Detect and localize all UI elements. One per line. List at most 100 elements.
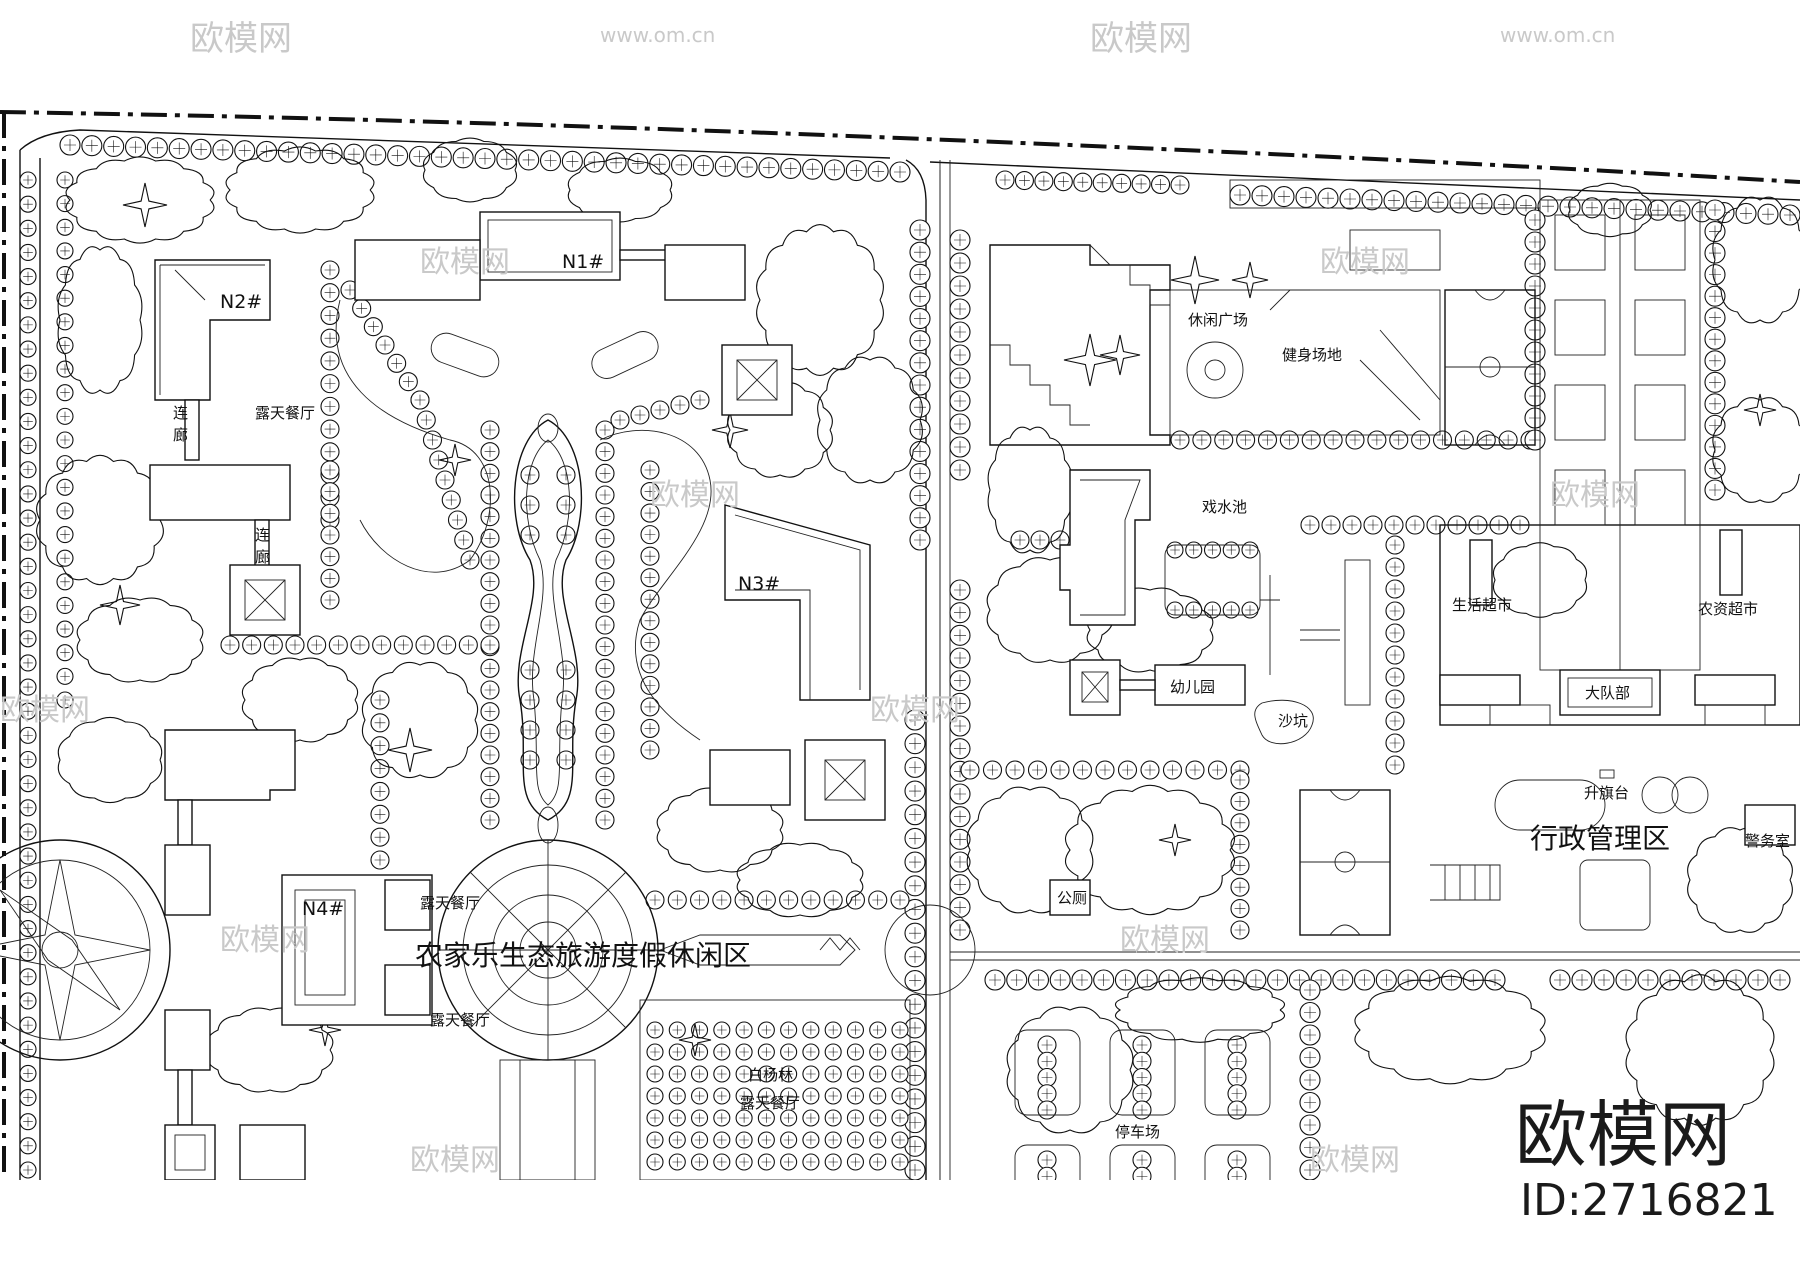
tree-symbol-mark	[1234, 860, 1246, 872]
tree-symbol-mark	[694, 894, 705, 906]
tree-symbol-mark	[694, 1091, 705, 1101]
tree-symbol-mark	[23, 827, 33, 837]
tree-symbol-mark	[694, 1135, 705, 1145]
tree-symbol-mark	[599, 446, 611, 458]
watermark-brand-large: 欧模网	[1515, 1093, 1731, 1177]
tree-symbol-mark	[23, 368, 33, 378]
tree-symbol-mark	[458, 534, 470, 546]
corridor-label-line: 廊	[255, 548, 270, 566]
tree-symbol-mark	[1586, 201, 1598, 214]
tree-symbol-mark	[805, 894, 817, 906]
tree-symbol-mark	[1709, 333, 1721, 346]
tree-symbol-mark	[914, 401, 926, 414]
tree-symbol-mark	[326, 147, 339, 160]
tree-symbol-mark	[1389, 759, 1401, 771]
tree-symbol-mark	[1774, 974, 1786, 986]
tree-symbol-mark	[599, 727, 611, 739]
tree-symbol-mark	[1608, 202, 1620, 215]
tree-symbol-mark	[484, 771, 496, 783]
tree-symbol-mark	[23, 682, 33, 692]
tree-symbol-mark	[914, 445, 926, 458]
tree-symbol-mark	[1380, 974, 1393, 986]
site-boundary	[0, 110, 1800, 1180]
tree-symbol-mark	[1630, 203, 1642, 216]
tree-symbol-mark	[1709, 376, 1721, 389]
tree-symbol-mark	[1315, 974, 1328, 986]
tree-symbol-mark	[1231, 1055, 1243, 1067]
life-supermarket-label: 生活超市	[1452, 596, 1512, 614]
tree-symbol-mark	[60, 317, 70, 327]
tree-symbol-mark	[895, 1025, 905, 1035]
tree-symbol-mark	[1170, 605, 1180, 615]
tree-symbol-mark	[954, 629, 966, 642]
tree-symbol-mark	[1454, 197, 1466, 209]
tree-symbol-mark	[484, 597, 496, 609]
tree-symbol-mark	[954, 395, 966, 407]
tree-symbol-mark	[1389, 561, 1401, 573]
corridor-label: 连廊	[173, 404, 188, 444]
tree-symbol-mark	[828, 1157, 838, 1167]
tree-symbol-mark	[1234, 817, 1246, 829]
tree-symbol-mark	[909, 998, 921, 1011]
tree-symbol-mark	[1119, 974, 1132, 986]
tree-symbol-mark	[445, 494, 457, 506]
tree-symbol-mark	[761, 1069, 772, 1079]
tree-symbol-mark	[850, 1113, 861, 1123]
tree-symbol-mark	[672, 1157, 683, 1167]
tree-symbol-mark	[1389, 693, 1401, 705]
tree-symbol-mark	[1207, 605, 1218, 615]
tree-symbol-mark	[1389, 539, 1401, 551]
tree-symbol-mark	[23, 1092, 33, 1103]
tree-symbol-mark	[1762, 208, 1774, 221]
tree-symbol-mark	[738, 894, 750, 906]
shrub-mass	[76, 597, 204, 683]
tree-symbol-mark	[599, 749, 611, 761]
tree-symbol-mark	[1207, 545, 1218, 555]
tree-symbol-mark	[324, 507, 336, 519]
tree-symbol-mark	[1304, 1096, 1316, 1109]
tree-symbol-mark	[872, 1047, 883, 1057]
tree-symbol-mark	[1231, 1039, 1243, 1051]
tree-symbol-mark	[60, 671, 70, 682]
tree-symbol-mark	[644, 550, 656, 562]
tree-symbol-mark	[60, 624, 70, 634]
tree-symbol-mark	[23, 706, 33, 717]
tree-symbol-mark	[850, 164, 863, 177]
tree-symbol-mark	[1709, 311, 1721, 324]
tree-symbol-mark	[672, 1047, 683, 1057]
tree-symbol-mark	[1389, 583, 1401, 595]
zone-admin-label: 行政管理区	[1530, 822, 1670, 855]
tree-symbol-mark	[1226, 605, 1237, 615]
tree-symbol-mark	[783, 1157, 794, 1167]
tree-symbol-mark	[850, 1091, 861, 1101]
shrub-mass	[736, 842, 864, 918]
tree-symbol-mark	[599, 576, 611, 588]
tree-symbol-mark	[653, 158, 666, 171]
tree-symbol-mark	[427, 434, 438, 446]
tree-symbol-mark	[1752, 974, 1764, 986]
tree-symbol-mark	[397, 639, 409, 651]
star-tree-symbol	[99, 584, 141, 626]
tree-symbol-mark	[60, 695, 70, 705]
tree-symbol-mark	[914, 489, 926, 502]
tree-symbol-mark	[1529, 236, 1541, 248]
tree-symbol-mark	[1097, 974, 1110, 986]
sandpit-label: 沙坑	[1278, 712, 1308, 730]
tree-symbol-mark	[914, 312, 926, 325]
tree-symbol-mark	[717, 1091, 727, 1101]
tree-symbol-mark	[1389, 737, 1401, 749]
building-n1-label: N1#	[562, 251, 604, 273]
tree-symbol-mark	[1366, 193, 1378, 206]
shrub-mass	[1492, 542, 1588, 618]
tree-symbol-mark	[909, 1092, 921, 1105]
tree-symbol-mark	[654, 404, 666, 416]
tree-symbol-mark	[524, 664, 536, 676]
parking-label: 停车场	[1115, 1123, 1160, 1141]
tree-symbol-mark	[484, 684, 496, 696]
tree-symbol-mark	[524, 754, 536, 766]
tree-symbol-mark	[1304, 984, 1316, 996]
tree-symbol-mark	[1188, 605, 1199, 615]
tree-symbol-mark	[1234, 881, 1246, 893]
tree-symbol-mark	[954, 326, 966, 338]
tree-symbol-mark	[694, 1113, 705, 1123]
